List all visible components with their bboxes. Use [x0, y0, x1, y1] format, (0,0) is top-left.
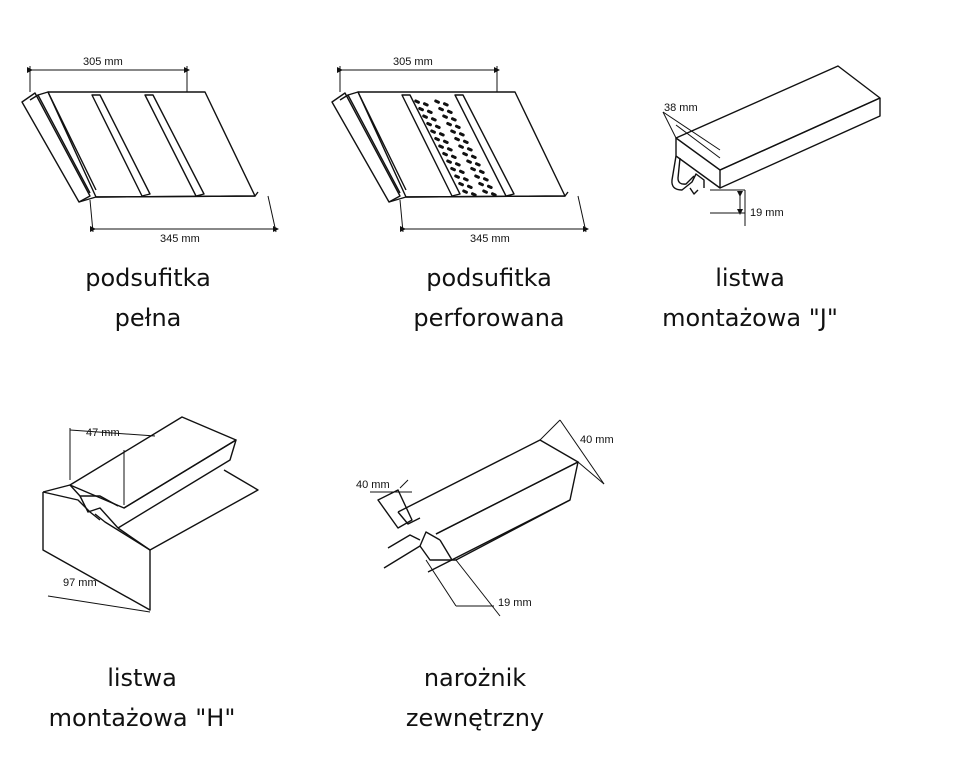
j-channel-width-label: 38 mm: [664, 102, 698, 114]
perforation-hole: [470, 154, 477, 159]
perforation-hole: [466, 159, 472, 164]
corner-left-width-label: 40 mm: [356, 479, 390, 491]
perforation-hole: [474, 174, 480, 179]
perforation-hole: [462, 189, 468, 194]
perforation-hole: [414, 99, 420, 104]
perforation-hole: [482, 189, 488, 194]
perforation-hole: [438, 106, 444, 112]
perforation-hole: [466, 184, 473, 189]
caption-line: podsufitka: [426, 264, 552, 292]
perforation-hole: [446, 147, 453, 152]
caption-line: podsufitka: [85, 264, 211, 292]
soffit-solid-width-label: 305 mm: [83, 56, 123, 68]
perforation-hole: [470, 192, 477, 197]
perforation-hole: [442, 114, 448, 119]
perforation-hole: [438, 132, 445, 137]
perforation-hole: [434, 99, 440, 104]
outside-corner-drawing: [370, 419, 605, 617]
perforation-hole: [474, 162, 481, 167]
perforation-hole: [458, 169, 465, 174]
perforation-hole: [454, 124, 461, 129]
j-channel-drawing: [662, 65, 881, 226]
perforation-hole: [478, 181, 484, 187]
caption-line: narożnik: [423, 664, 527, 692]
perforation-hole: [446, 159, 452, 164]
perforation-hole: [486, 184, 493, 189]
perforation-hole: [450, 117, 457, 122]
corner-depth-label: 19 mm: [498, 597, 532, 609]
perforation-hole: [442, 102, 449, 107]
perforation-hole: [442, 151, 448, 157]
perforation-hole: [450, 154, 457, 159]
perforation-hole: [454, 162, 461, 167]
perforation-hole: [458, 181, 464, 187]
perforation-hole: [426, 109, 433, 114]
perforation-hole: [458, 144, 464, 149]
soffit-perforated-total-width-label: 345 mm: [470, 233, 510, 245]
caption-line: listwa: [715, 264, 785, 292]
caption-line: pełna: [114, 304, 182, 332]
caption-line: zewnętrzny: [405, 704, 545, 732]
caption-h-channel: listwa montażowa "H": [32, 658, 252, 738]
perforation-hole: [462, 177, 469, 182]
perforation-hole: [478, 169, 485, 174]
perforation-hole: [466, 147, 473, 152]
perforation-hole: [490, 192, 497, 197]
perforation-hole: [418, 106, 424, 112]
perforation-hole: [458, 132, 465, 137]
perforation-hole: [462, 139, 469, 144]
perforation-hole: [482, 177, 489, 182]
caption-line: perforowana: [413, 304, 565, 332]
soffit-perforated-width-label: 305 mm: [393, 56, 433, 68]
caption-line: montażowa "H": [48, 704, 236, 732]
perforation-hole: [430, 117, 437, 122]
h-channel-depth-label: 97 mm: [63, 577, 97, 589]
perforation-hole: [426, 121, 432, 127]
caption-soffit-solid: podsufitka pełna: [48, 258, 248, 338]
perforation-hole: [462, 151, 468, 157]
corner-right-width-label: 40 mm: [580, 434, 614, 446]
perforation-hole: [430, 129, 436, 134]
perforation-hole: [446, 121, 452, 127]
perforation-hole: [454, 174, 460, 179]
perforation-hole: [450, 129, 456, 134]
perforation-hole: [422, 102, 429, 107]
perforation-hole: [434, 136, 440, 142]
h-channel-width-label: 47 mm: [86, 427, 120, 439]
caption-line: listwa: [107, 664, 177, 692]
perforation-pattern: [414, 99, 497, 197]
caption-line: montażowa "J": [662, 304, 838, 332]
caption-soffit-perforated: podsufitka perforowana: [384, 258, 594, 338]
perforation-hole: [446, 109, 453, 114]
perforation-hole: [438, 144, 444, 149]
soffit-perforated-drawing: [331, 66, 589, 233]
perforation-hole: [454, 136, 460, 142]
soffit-solid-drawing: [21, 66, 279, 233]
perforation-hole: [422, 114, 428, 119]
soffit-solid-total-width-label: 345 mm: [160, 233, 200, 245]
perforation-hole: [470, 166, 476, 172]
perforation-hole: [450, 166, 456, 172]
caption-j-channel: listwa montażowa "J": [645, 258, 855, 338]
perforation-hole: [434, 124, 441, 129]
perforation-hole: [442, 139, 449, 144]
h-channel-drawing: [42, 416, 259, 613]
caption-outside-corner: narożnik zewnętrzny: [380, 658, 570, 738]
j-channel-depth-label: 19 mm: [750, 207, 784, 219]
